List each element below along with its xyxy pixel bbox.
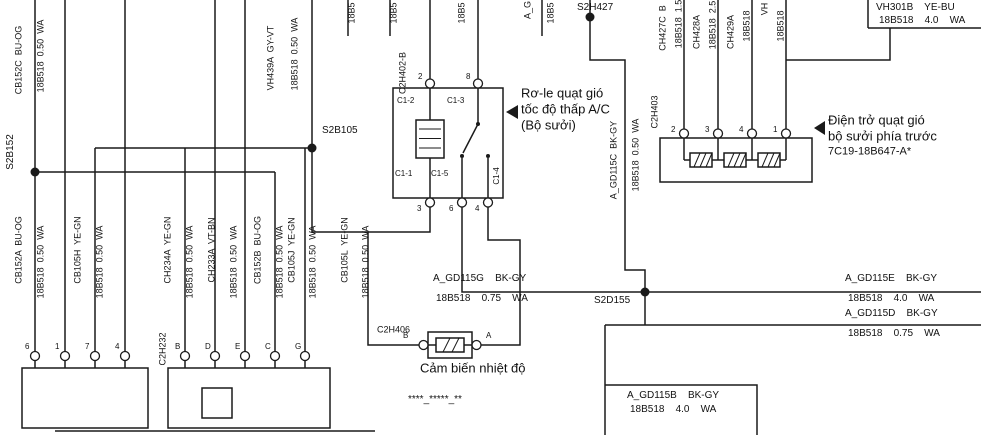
wire-label-top-partial-1: 18B5: [346, 2, 357, 24]
resistor-pin-4: 4: [739, 125, 744, 134]
bottom-pin-7: 7: [85, 342, 90, 351]
wire-label-agd115g-spec: 18B518 0.75 WA: [436, 293, 528, 304]
wire-label-ch429a: CH429A: [725, 14, 736, 50]
bottom-pin-e: E: [235, 342, 241, 351]
wire-label-top-partial-2: 18B5: [388, 2, 399, 24]
wire-label-top-partial-5: 18B5: [545, 2, 556, 24]
relay-terminal-c1-2: C1-2: [397, 96, 415, 105]
relay-terminal-c1-1: C1-1: [395, 169, 413, 178]
resistor-pin-3: 3: [705, 125, 710, 134]
bottom-pin-d: D: [205, 342, 211, 351]
resistor-pin-1: 1: [773, 125, 778, 134]
wire-label-agd115d-spec: 18B518 0.75 WA: [848, 328, 940, 339]
wire-label-ch427c-spec: 18B518 1.5: [673, 0, 684, 49]
wire-label-ch427c: CH427C B: [657, 5, 668, 51]
relay-caption-arrow-icon: [506, 105, 518, 119]
wire-label-top-partial-3: 18B5: [456, 2, 467, 24]
wire-label-cb152c: CB152C BU-OG: [13, 25, 24, 95]
resistor-pin-2: 2: [671, 125, 676, 134]
bottom-pin-b: B: [175, 342, 181, 351]
relay-pin-3: 3: [417, 204, 422, 213]
sensor-connector-label: C2H406: [377, 324, 411, 335]
wire-label-top-partial-4: A_G: [522, 0, 533, 20]
wire-label-cb152b-spec: 18B518 0.50 WA: [274, 225, 285, 299]
wire-label-ch233a-spec: 18B518 0.50 WA: [228, 225, 239, 299]
sensor-pin-b: B: [403, 331, 409, 340]
wire-label-ch233a: CH233A VT-BN: [206, 217, 217, 283]
relay-pin-6: 6: [449, 204, 454, 213]
relay-terminal-c1-3: C1-3: [447, 96, 465, 105]
resistor-assembly: [659, 137, 813, 183]
wire-label-ch428a-spec: 18B518 2.5: [707, 0, 718, 50]
relay-caption-line3: (Bộ sưởi): [521, 117, 576, 133]
bottom-pin-c: C: [265, 342, 271, 351]
bottom-connector-label: C2H232: [157, 332, 168, 366]
sensor-pin-a: A: [486, 331, 492, 340]
bottom-pin-4: 4: [115, 342, 120, 351]
wire-label-vh301b-spec: 18B518 4.0 WA: [879, 15, 966, 26]
bottom-boxes: [21, 367, 331, 429]
resistor-caption-arrow-icon: [814, 121, 825, 135]
splice-label-s2h427: S2H427: [577, 2, 614, 13]
relay-pin-4: 4: [475, 204, 480, 213]
connector-pins: [29, 78, 792, 362]
wire-label-cb152b: CB152B BU-OG: [252, 215, 263, 285]
wire-label-ch429a-spec: 18B518: [741, 10, 752, 42]
wire-label-ch428a: CH428A: [691, 14, 702, 50]
wire-label-ch234a: CH234A YE-GN: [162, 216, 173, 284]
wire-label-vh-partial-spec: 18B518: [775, 10, 786, 42]
wires: [34, 0, 981, 435]
wire-label-agd115e: A_GD115E BK-GY: [845, 273, 938, 284]
wire-label-vh301b: VH301B YE-BU: [876, 2, 955, 13]
wire-label-cb105l-spec: 18B518 0.50 WA: [360, 225, 371, 299]
relay-connector-label: C2H402-B: [397, 51, 408, 95]
wire-label-agd115c-spec: 18B518 0.50 WA: [630, 118, 641, 192]
wire-label-agd115c: A_GD115C BK-GY: [608, 120, 619, 200]
wire-label-cb152a: CB152A BU-OG: [13, 216, 24, 284]
bottom-pin-6: 6: [25, 342, 30, 351]
masked-part-number: ****_*****_**: [408, 394, 462, 405]
relay-terminal-c1-4: C1-4: [492, 167, 501, 185]
bottom-pin-1: 1: [55, 342, 60, 351]
wire-label-cb105l: CB105L YE-GN: [339, 217, 350, 283]
wire-label-cb152a-spec: 18B518 0.50 WA: [35, 225, 46, 299]
resistor-part-number: 7C19-18B647-A*: [828, 145, 912, 158]
bottom-pin-g: G: [295, 342, 302, 351]
wire-label-vh439a: VH439A GY-VT: [265, 25, 276, 91]
wire-label-cb105j-spec: 18B518 0.50 WA: [307, 225, 318, 299]
resistor-caption-line2: bộ sưởi phía trước: [828, 128, 937, 144]
wire-label-cb105h: CB105H YE-GN: [72, 216, 83, 284]
wire-label-vh-partial: VH: [759, 2, 770, 16]
wire-label-agd115b: A_GD115B BK-GY: [627, 390, 720, 401]
wire-label-agd115g: A_GD115G BK-GY: [433, 273, 527, 284]
relay-pin-2: 2: [418, 72, 423, 81]
splice-label-s2b105: S2B105: [322, 125, 358, 136]
wire-label-agd115d: A_GD115D BK-GY: [845, 308, 938, 319]
wire-label-cb105h-spec: 18B518 0.50 WA: [94, 225, 105, 299]
wire-label-cb152c-spec: 18B518 0.50 WA: [35, 19, 46, 93]
temp-sensor-component: [427, 331, 473, 359]
wire-label-vh439a-spec: 18B518 0.50 WA: [289, 17, 300, 91]
sensor-caption: Cảm biến nhiệt độ: [420, 360, 526, 376]
annotation-arrows: [506, 105, 825, 135]
splice-dots: [30, 12, 650, 297]
relay-component: [392, 87, 504, 199]
relay-caption-line1: Rơ-le quạt gió: [521, 85, 604, 101]
splice-label-s2b152: S2B152: [5, 134, 16, 170]
resistor-caption-line1: Điện trở quạt gió: [828, 112, 925, 128]
wire-label-agd115e-spec: 18B518 4.0 WA: [848, 293, 935, 304]
wire-label-ch234a-spec: 18B518 0.50 WA: [184, 225, 195, 299]
splice-label-s2d155: S2D155: [594, 295, 631, 306]
relay-pin-8: 8: [466, 72, 471, 81]
resistor-connector-label: C2H403: [649, 95, 660, 129]
relay-terminal-c1-5: C1-5: [431, 169, 449, 178]
wire-label-agd115b-spec: 18B518 4.0 WA: [630, 404, 717, 415]
wire-label-cb105j: CB105J YE-GN: [286, 217, 297, 283]
relay-caption-line2: tốc độ thấp A/C: [521, 101, 610, 117]
